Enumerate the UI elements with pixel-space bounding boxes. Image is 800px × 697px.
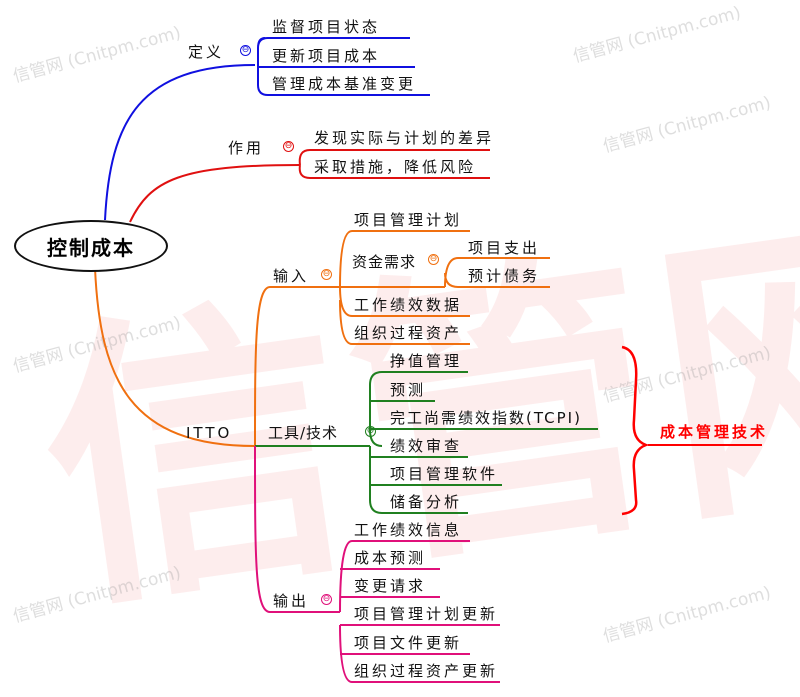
funding-item[interactable]: 预计债务 — [468, 267, 541, 285]
output-item[interactable]: 组织过程资产更新 — [354, 662, 499, 680]
tool-item[interactable]: 项目管理软件 — [390, 465, 499, 483]
tool-item[interactable]: 挣值管理 — [390, 352, 463, 370]
definition-item[interactable]: 管理成本基准变更 — [272, 75, 417, 93]
collapse-icon[interactable]: ⊖ — [365, 426, 376, 437]
node-inputs[interactable]: 输入 — [273, 267, 310, 285]
root-node[interactable]: 控制成本 — [14, 220, 168, 272]
node-tools[interactable]: 工具/技术 — [268, 424, 339, 442]
tool-item[interactable]: 完工尚需绩效指数(TCPI) — [390, 409, 582, 427]
group-note-cost-management-techniques: 成本管理技术 — [660, 423, 769, 441]
output-item[interactable]: 工作绩效信息 — [354, 521, 463, 539]
definition-item[interactable]: 更新项目成本 — [272, 47, 381, 65]
tool-item[interactable]: 储备分析 — [390, 493, 463, 511]
funding-item[interactable]: 项目支出 — [468, 239, 541, 257]
definition-item[interactable]: 监督项目状态 — [272, 18, 381, 36]
input-item[interactable]: 资金需求 — [352, 253, 417, 271]
output-item[interactable]: 项目文件更新 — [354, 634, 463, 652]
collapse-icon[interactable]: ⊖ — [283, 141, 294, 152]
collapse-icon[interactable]: ⊖ — [321, 594, 332, 605]
output-item[interactable]: 成本预测 — [354, 549, 427, 567]
output-item[interactable]: 变更请求 — [354, 577, 427, 595]
node-definition[interactable]: 定义 — [188, 43, 225, 61]
purpose-item[interactable]: 发现实际与计划的差异 — [314, 129, 495, 147]
node-purpose[interactable]: 作用 — [228, 139, 265, 157]
node-outputs[interactable]: 输出 — [273, 592, 310, 610]
input-item[interactable]: 工作绩效数据 — [354, 296, 463, 314]
tool-item[interactable]: 预测 — [390, 381, 427, 399]
input-item[interactable]: 组织过程资产 — [354, 324, 463, 342]
collapse-icon[interactable]: ⊖ — [428, 254, 439, 265]
input-item[interactable]: 项目管理计划 — [354, 211, 463, 229]
node-itto[interactable]: ITTO — [186, 424, 233, 442]
tool-item[interactable]: 绩效审查 — [390, 437, 463, 455]
output-item[interactable]: 项目管理计划更新 — [354, 605, 499, 623]
collapse-icon[interactable]: ⊖ — [240, 45, 251, 56]
collapse-icon[interactable]: ⊖ — [321, 269, 332, 280]
purpose-item[interactable]: 采取措施，降低风险 — [314, 158, 477, 176]
